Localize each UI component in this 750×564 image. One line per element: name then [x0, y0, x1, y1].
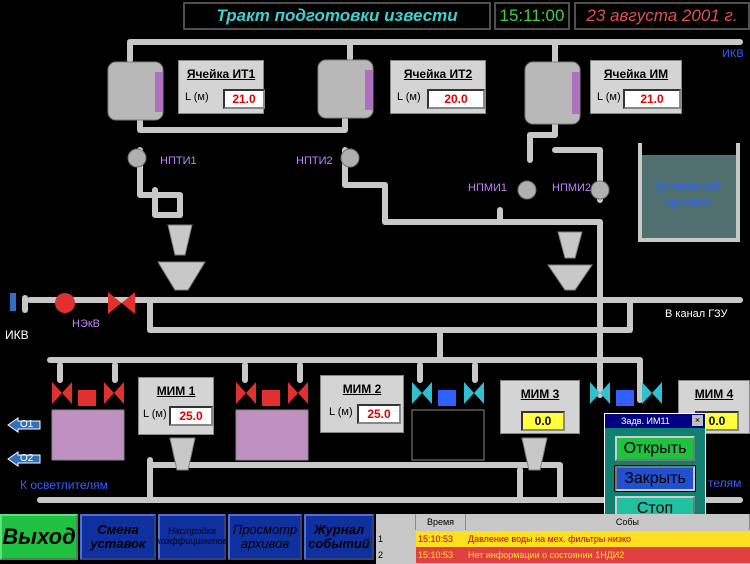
archive-button[interactable]: Просмотр архивов: [228, 514, 302, 560]
log-row[interactable]: 2 15:10:53 Нет информации о состоянии 1Н…: [376, 547, 750, 563]
hoppers: [157, 224, 593, 471]
kanal-label: В канал ГЗУ: [665, 308, 728, 320]
mim2-level-label: L (м): [329, 406, 353, 418]
log-col-time: Время: [416, 514, 466, 530]
close-icon[interactable]: ×: [692, 415, 703, 426]
mim1-level-label: L (м): [143, 408, 167, 420]
mim4-level-value: 0.0: [695, 411, 739, 431]
event-log: Время Собы 1 15:10:53 Давление воды на м…: [376, 514, 750, 564]
archive-line1: Просмотр: [232, 521, 298, 537]
events-line1: Журнал: [313, 521, 365, 537]
log-row-time: 15:10:53: [416, 547, 466, 563]
cell-im-title: Ячейка ИМ: [603, 67, 669, 81]
mim1-title: МИМ 1: [156, 384, 196, 398]
mim2-title: МИМ 2: [342, 382, 382, 396]
mim-tanks: [51, 409, 485, 461]
nekv-label: НЭкВ: [72, 318, 100, 330]
mim2-level-value: 25.0: [357, 404, 401, 424]
coefficients-line2: коэффициентов: [156, 536, 228, 546]
cell-it1-level-label: L (м): [185, 91, 209, 103]
tank-it1: [107, 61, 164, 121]
nekv-pump: [10, 292, 135, 314]
log-row[interactable]: 1 15:10:53 Давление воды на мех. фильтры…: [376, 531, 750, 547]
mim3-level-value: 0.0: [521, 411, 565, 431]
mim2-panel: МИМ 2 L (м) 25.0: [320, 375, 404, 433]
k-osvetlitelyam-label: К осветлителям: [20, 478, 108, 492]
mim4-title: МИМ 4: [694, 387, 734, 401]
log-row-text: Давление воды на мех. фильтры низко: [466, 531, 750, 547]
events-journal-button[interactable]: Журнал событий: [304, 514, 374, 560]
cell-it1-title: Ячейка ИТ1: [186, 67, 256, 81]
telyam-label: телям: [708, 476, 742, 490]
cell-im-panel: Ячейка ИМ L (м) 21.0: [590, 60, 682, 114]
events-line2: событий: [308, 536, 370, 551]
cell-it2-title: Ячейка ИТ2: [403, 67, 473, 81]
archive-line2: архивов: [240, 536, 290, 551]
setpoints-line1: Смена: [97, 521, 139, 537]
setpoints-line2: уставок: [90, 536, 146, 551]
setpoints-button[interactable]: Смена уставок: [80, 514, 156, 560]
drain-line1: Дренажный: [655, 179, 721, 193]
drain-line2: приямок: [664, 195, 712, 209]
log-row-num: 1: [378, 534, 384, 544]
mim1-panel: МИМ 1 L (м) 25.0: [138, 377, 214, 435]
valves-row: [52, 382, 662, 406]
mim1-level-value: 25.0: [169, 406, 213, 426]
drain-pit-link[interactable]: Дренажный приямок: [646, 178, 730, 210]
coefficients-button[interactable]: Настройка коэффициентов: [156, 514, 228, 560]
pumps: [127, 148, 610, 200]
mim3-panel: МИМ 3 0.0: [500, 380, 580, 434]
o1-label: О1: [20, 419, 34, 430]
log-row-time: 15:10:53: [416, 531, 466, 547]
cell-it1-panel: Ячейка ИТ1 L (м) 21.0: [178, 60, 265, 114]
cell-it2-level-label: L (м): [397, 91, 421, 103]
valve-control-popup: Задв. ИМ11 × Открыть Закрыть Стоп: [604, 413, 706, 521]
npmi2-label: НПМИ2: [552, 182, 592, 194]
coefficients-line1: Настройка: [168, 526, 216, 537]
log-col-event: Собы: [466, 514, 750, 530]
cell-im-level-value: 21.0: [623, 89, 681, 109]
log-row-num: 2: [378, 550, 384, 560]
cell-it1-level-value: 21.0: [223, 89, 265, 109]
npmi1-label: НПМИ1: [468, 182, 508, 194]
popup-title: Задв. ИМ11: [605, 414, 705, 428]
date: 23 августа 2001 г.: [574, 2, 750, 30]
ikv-top-label: ИКВ: [722, 48, 744, 60]
exit-button[interactable]: Выход: [0, 514, 78, 560]
clock: 15:11:00: [494, 2, 570, 30]
screen-title: Тракт подготовки извести: [183, 2, 491, 30]
tank-it2: [317, 59, 374, 119]
mim3-title: МИМ 3: [520, 387, 560, 401]
cell-it2-level-value: 20.0: [427, 89, 485, 109]
outlet-arrows: [7, 417, 41, 467]
drain-pit: [638, 143, 740, 242]
npti2-label: НПТИ2: [296, 155, 333, 167]
o2-label: О2: [20, 453, 34, 464]
close-valve-button[interactable]: Закрыть: [614, 465, 696, 492]
ikv-left-label: ИКВ: [5, 328, 29, 342]
log-row-text: Нет информации о состоянии 1НДИ2: [466, 547, 750, 563]
log-col-num: [376, 514, 416, 530]
tank-im: [524, 61, 581, 125]
npti1-label: НПТИ1: [160, 155, 197, 167]
open-valve-button[interactable]: Открыть: [615, 436, 695, 461]
cell-it2-panel: Ячейка ИТ2 L (м) 20.0: [390, 60, 486, 114]
cell-im-level-label: L (м): [597, 91, 621, 103]
